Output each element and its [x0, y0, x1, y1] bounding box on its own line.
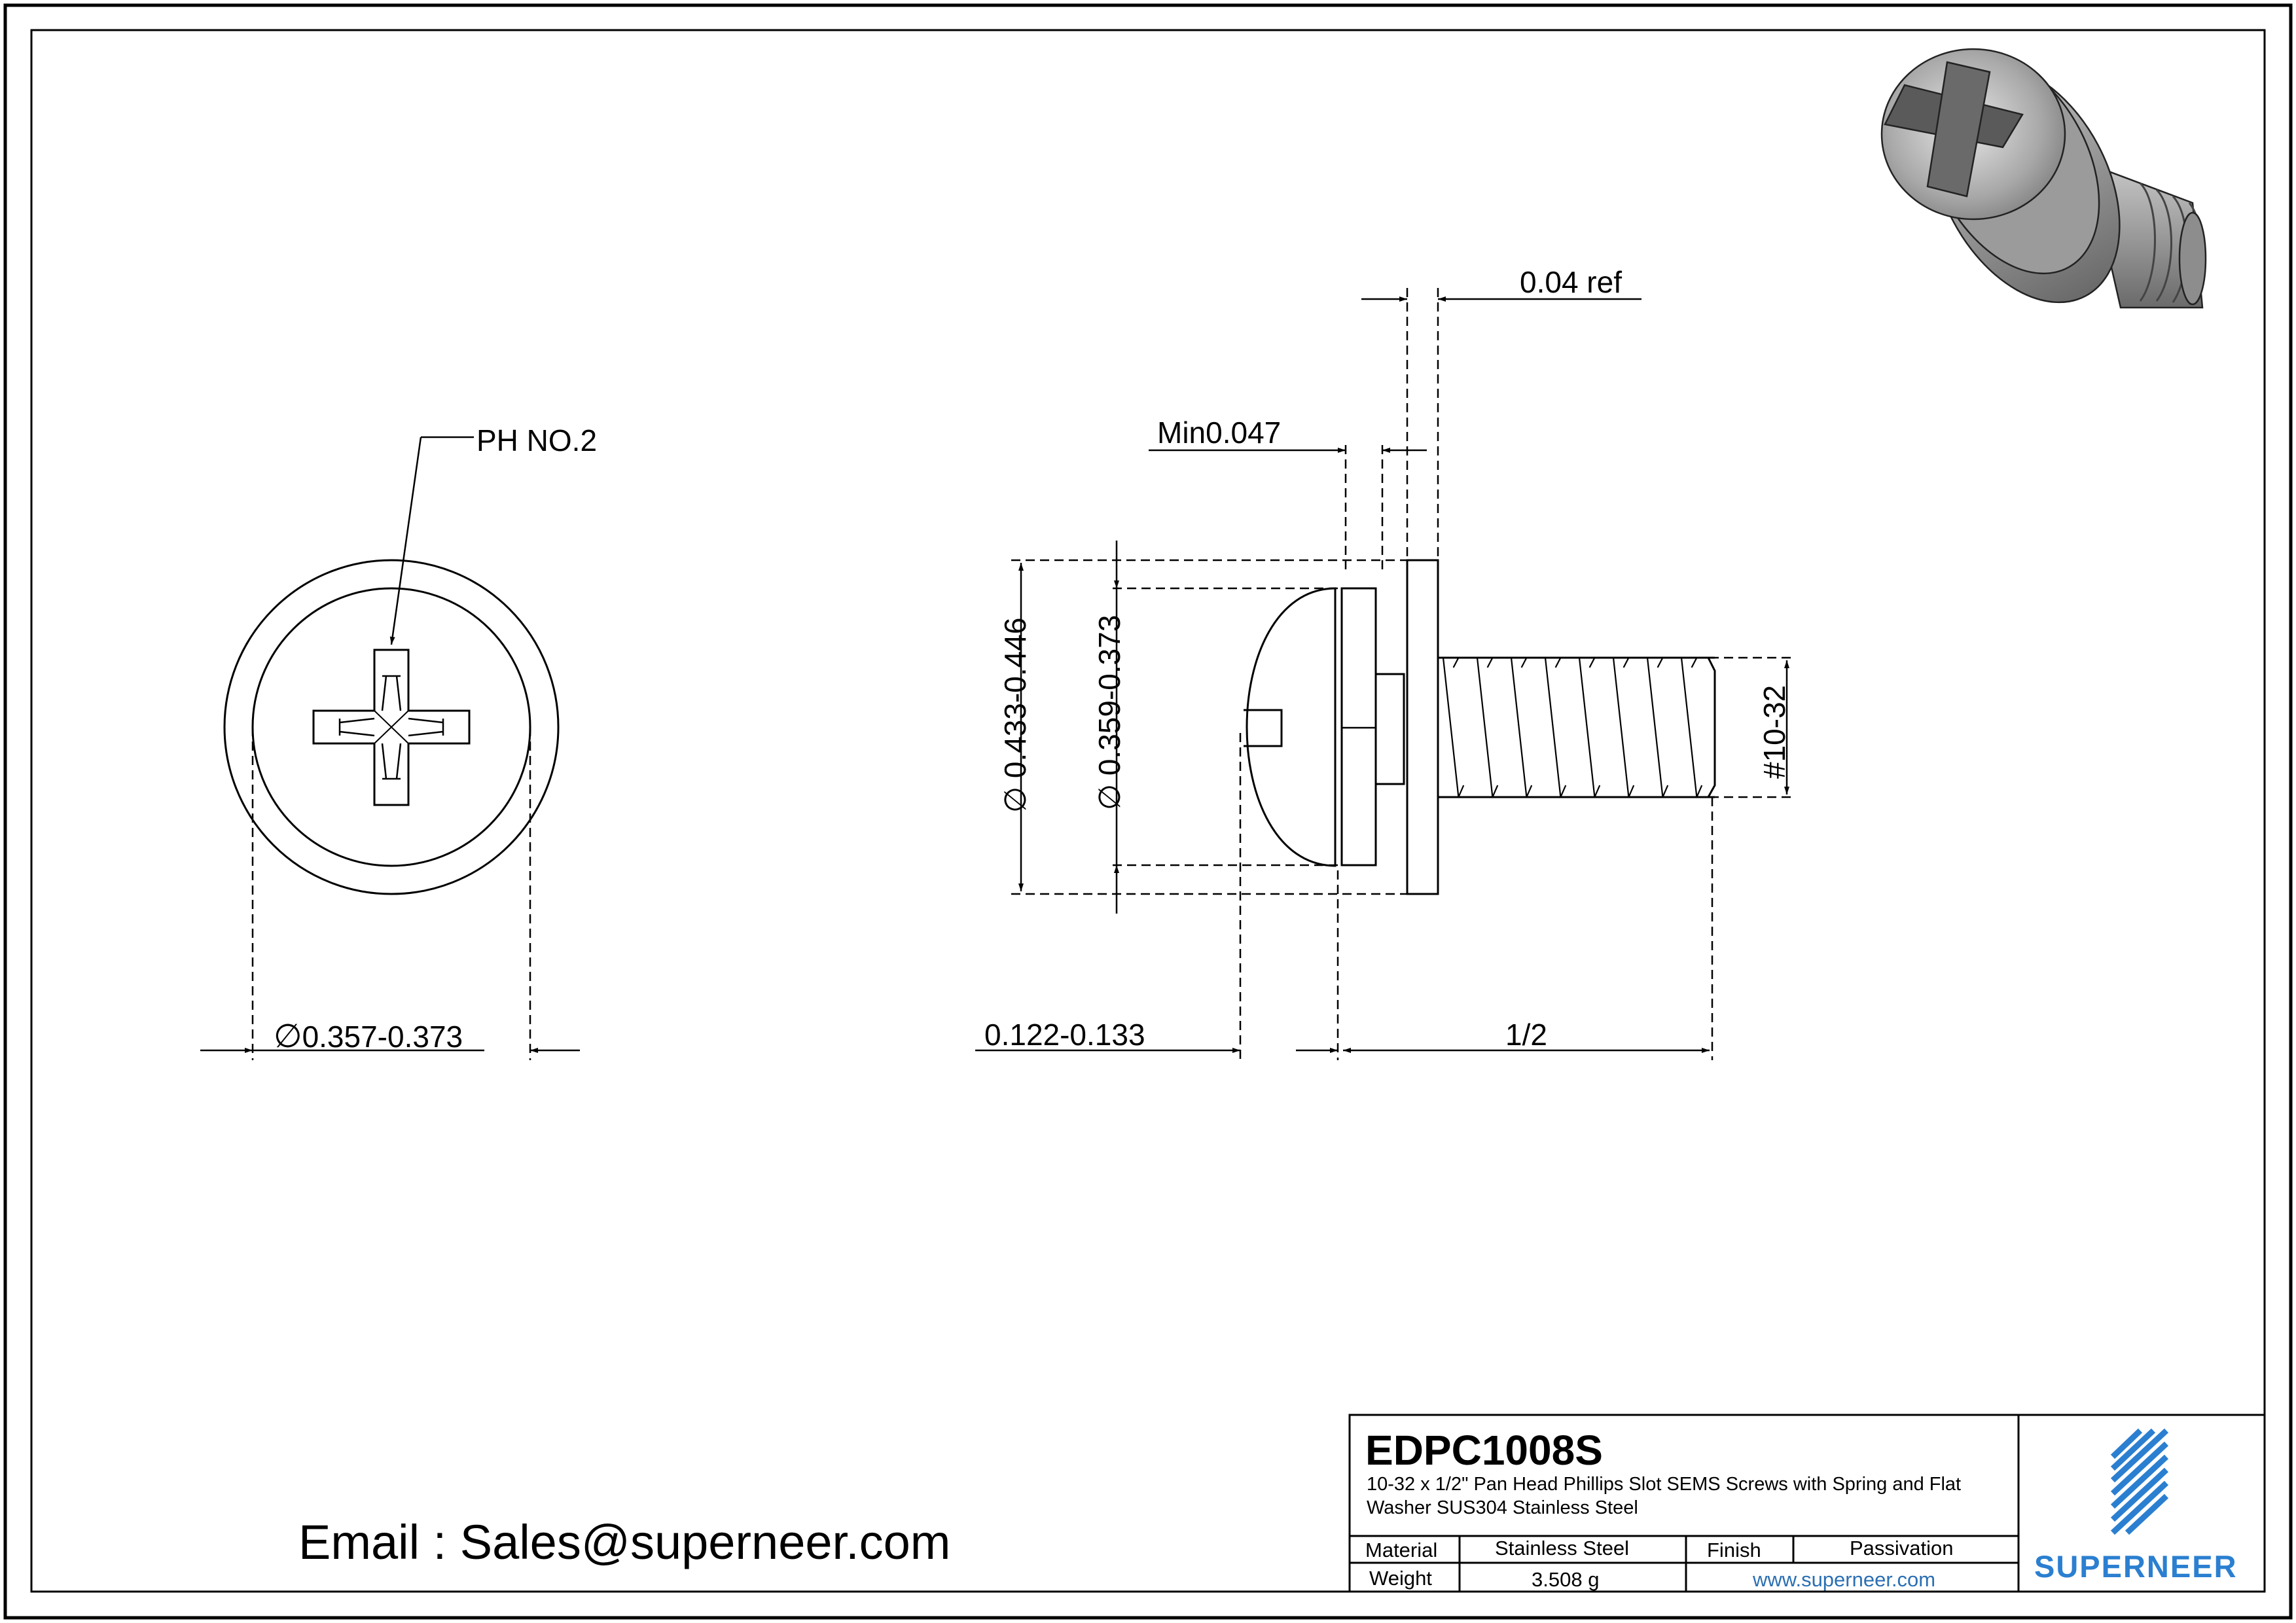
thread-crest [1442, 657, 1465, 798]
screw-side-view [1244, 559, 1716, 895]
flat-washer-od-value: 0.433-0.446 [998, 617, 1032, 779]
spring-washer-od-value: 0.359-0.373 [1092, 615, 1126, 776]
ph-drive-label: PH NO.2 [476, 423, 598, 457]
thread-body [1438, 656, 1716, 798]
brand-name: SUPERNEER [2034, 1549, 2238, 1584]
diameter-symbol: ∅ [274, 1018, 302, 1054]
material-value: Stainless Steel [1495, 1537, 1630, 1560]
thread-crest [1612, 657, 1635, 798]
thread-crest [1680, 657, 1703, 798]
side-dimensions [975, 288, 1796, 1060]
contact-email[interactable]: Email : Sales@superneer.com [298, 1515, 951, 1569]
part-code: EDPC1008S [1365, 1427, 1603, 1474]
thread-crest [1578, 657, 1601, 798]
diameter-symbol: ∅ [998, 786, 1032, 813]
website-link[interactable]: www.superneer.com [1753, 1568, 1936, 1591]
head-diameter-label: ∅0.357-0.373 [274, 1020, 463, 1052]
spring-washer-od-label: ∅ 0.359-0.373 [1092, 615, 1126, 810]
head-diameter-dim [200, 727, 580, 1060]
flat-washer-od-label: ∅ 0.433-0.446 [998, 617, 1032, 813]
spring-washer-thickness-label: Min0.047 [1157, 416, 1282, 450]
thread-crest [1510, 657, 1533, 798]
length-label: 1/2 [1505, 1018, 1547, 1052]
finish-value: Passivation [1850, 1537, 1954, 1560]
head-diameter-value: 0.357-0.373 [302, 1020, 463, 1054]
weight-label: Weight [1369, 1567, 1432, 1590]
head-height-label: 0.122-0.133 [984, 1018, 1145, 1052]
ph-leader [389, 436, 474, 645]
part-description: 10-32 x 1/2" Pan Head Phillips Slot SEMS… [1367, 1474, 1962, 1518]
weight-value: 3.508 g [1532, 1568, 1600, 1591]
thread-crest [1476, 657, 1499, 798]
title-block-grid [1348, 1414, 2266, 1593]
outer-border [3, 3, 2293, 1620]
flat-washer-thickness-label: 0.04 ref [1520, 265, 1622, 299]
diameter-symbol: ∅ [1092, 783, 1126, 810]
thread-crest [1544, 657, 1567, 798]
thread-lines [1442, 657, 1703, 798]
thread-label: #10-32 [1757, 685, 1791, 779]
finish-label: Finish [1707, 1539, 1761, 1561]
thread-crest [1646, 657, 1669, 798]
head-top-view [223, 559, 560, 895]
material-label: Material [1365, 1539, 1438, 1561]
inner-border [30, 29, 2266, 1593]
sems-screw-render [1880, 48, 2207, 309]
superneer-stripes-logo [2110, 1428, 2169, 1535]
